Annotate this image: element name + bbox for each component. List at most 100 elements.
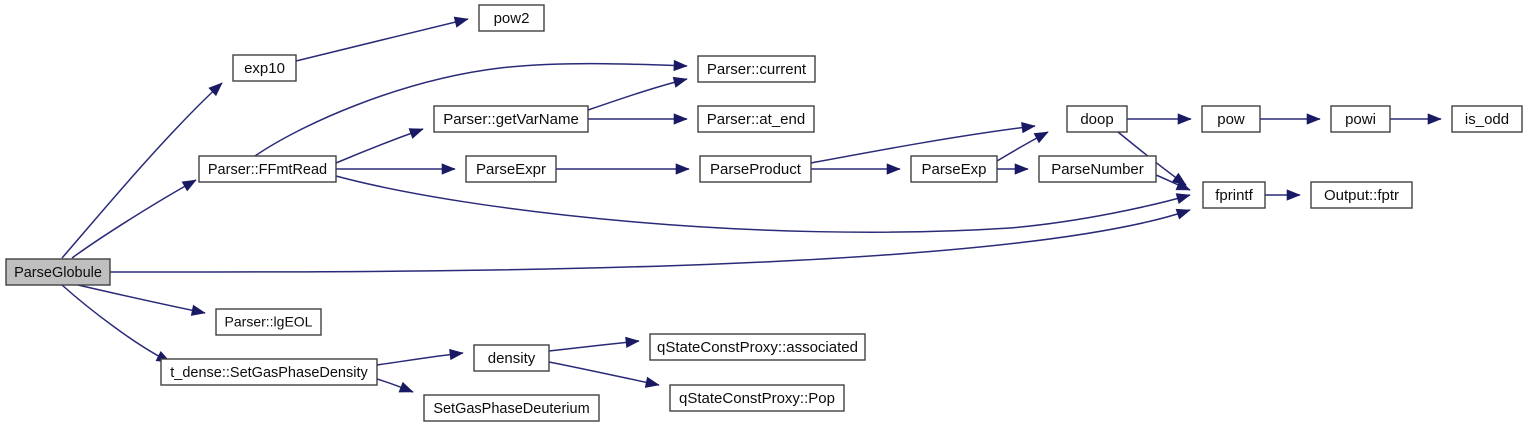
edge-line <box>254 62 688 157</box>
graph-node-pow[interactable]: pow <box>1201 105 1261 133</box>
node-box[interactable] <box>160 358 378 386</box>
graph-node-exp10[interactable]: exp10 <box>232 54 297 82</box>
graph-node-t_dense_SetGasPhaseDensity[interactable]: t_dense::SetGasPhaseDensity <box>160 358 378 386</box>
edge-Parser_getVarName-to-Parser_at_end <box>588 113 688 125</box>
node-box[interactable] <box>1038 155 1157 183</box>
graph-node-ParseExp[interactable]: ParseExp <box>910 155 998 183</box>
arrowhead-icon <box>1286 189 1301 201</box>
arrowhead-icon <box>1177 113 1192 125</box>
node-label: density <box>488 350 536 367</box>
node-box[interactable] <box>1451 105 1523 133</box>
arrowhead-icon <box>190 304 206 316</box>
graph-node-Parser_at_end[interactable]: Parser::at_end <box>697 105 815 133</box>
node-box[interactable] <box>478 4 545 32</box>
arrowhead-icon <box>625 336 640 348</box>
edge-line <box>335 128 424 164</box>
arrowhead-icon <box>672 76 688 88</box>
node-label: t_dense::SetGasPhaseDensity <box>170 365 368 381</box>
node-label: is_odd <box>1465 111 1509 128</box>
graph-node-Parser_current[interactable]: Parser::current <box>697 55 816 83</box>
edge-Parser_FFmtRead-to-Parser_getVarName <box>335 128 424 164</box>
graph-node-doop[interactable]: doop <box>1066 105 1128 133</box>
edge-ParseProduct-to-ParseExp <box>811 163 901 175</box>
node-label: fprintf <box>1215 187 1253 204</box>
edge-ParseGlobule-to-t_dense_SetGasPhaseDensity <box>61 284 171 363</box>
node-box[interactable] <box>465 155 557 183</box>
node-label: ParseExpr <box>476 161 546 178</box>
node-box[interactable] <box>1202 181 1266 209</box>
node-box[interactable] <box>5 258 111 286</box>
graph-node-fprintf[interactable]: fprintf <box>1202 181 1266 209</box>
arrowhead-icon <box>449 348 464 361</box>
node-box[interactable] <box>232 54 297 82</box>
edge-line <box>61 82 223 259</box>
graph-node-ParseProduct[interactable]: ParseProduct <box>699 155 812 183</box>
edge-ParseProduct-to-doop <box>810 122 1036 164</box>
node-box[interactable] <box>910 155 998 183</box>
arrowhead-icon <box>1021 122 1036 134</box>
arrowhead-icon <box>1033 131 1049 144</box>
graph-node-qStateConstProxy_Pop[interactable]: qStateConstProxy::Pop <box>669 384 845 412</box>
arrowhead-icon <box>886 163 901 175</box>
graph-node-density[interactable]: density <box>473 344 550 372</box>
edge-line <box>71 179 197 259</box>
node-label: ParseProduct <box>710 161 802 178</box>
node-label: Parser::current <box>707 61 807 78</box>
graph-node-Parser_lgEOL[interactable]: Parser::lgEOL <box>215 308 322 336</box>
node-box[interactable] <box>1330 105 1391 133</box>
edge-t_dense_SetGasPhaseDensity-to-density <box>376 348 464 366</box>
node-box[interactable] <box>198 155 337 183</box>
graph-node-Parser_getVarName[interactable]: Parser::getVarName <box>433 105 589 133</box>
graph-node-SetGasPhaseDeuterium[interactable]: SetGasPhaseDeuterium <box>423 394 600 422</box>
edge-fprintf-to-Output_fptr <box>1265 189 1301 201</box>
graph-node-Output_fptr[interactable]: Output::fptr <box>1310 181 1413 209</box>
arrowhead-icon <box>181 179 197 192</box>
edge-pow-to-powi <box>1260 113 1321 125</box>
node-box[interactable] <box>1066 105 1128 133</box>
edge-ParseExpr-to-ParseProduct <box>556 163 690 175</box>
node-box[interactable] <box>473 344 550 372</box>
node-box[interactable] <box>1310 181 1413 209</box>
edge-density-to-qStateConstProxy_Pop <box>548 361 660 388</box>
node-label: powi <box>1345 111 1376 128</box>
node-label: Parser::lgEOL <box>225 314 313 330</box>
arrowhead-icon <box>398 381 414 393</box>
node-label: pow2 <box>494 10 530 27</box>
edge-ParseGlobule-to-Parser_lgEOL <box>77 284 206 316</box>
graph-node-is_odd[interactable]: is_odd <box>1451 105 1523 133</box>
node-label: pow <box>1217 111 1245 128</box>
graph-node-ParseGlobule[interactable]: ParseGlobule <box>5 258 111 286</box>
node-label: qStateConstProxy::Pop <box>679 390 835 407</box>
edge-line <box>61 284 171 363</box>
edge-line <box>587 78 688 111</box>
graph-node-Parser_FFmtRead[interactable]: Parser::FFmtRead <box>198 155 337 183</box>
node-box[interactable] <box>423 394 600 422</box>
node-label: ParseExp <box>921 161 986 178</box>
edge-line <box>548 361 660 386</box>
graph-node-ParseExpr[interactable]: ParseExpr <box>465 155 557 183</box>
node-box[interactable] <box>649 333 866 361</box>
edge-line <box>295 18 469 62</box>
node-box[interactable] <box>669 384 845 412</box>
node-box[interactable] <box>697 55 816 83</box>
edge-ParseExp-to-doop <box>996 131 1049 162</box>
edge-doop-to-pow <box>1127 113 1192 125</box>
graph-node-qStateConstProxy_associated[interactable]: qStateConstProxy::associated <box>649 333 866 361</box>
graph-node-ParseNumber[interactable]: ParseNumber <box>1038 155 1157 183</box>
edge-ParseExp-to-ParseNumber <box>997 163 1029 175</box>
node-label: qStateConstProxy::associated <box>657 339 858 356</box>
graph-node-powi[interactable]: powi <box>1330 105 1391 133</box>
node-label: Parser::getVarName <box>443 111 579 128</box>
node-box[interactable] <box>433 105 589 133</box>
node-label: SetGasPhaseDeuterium <box>433 401 589 417</box>
node-box[interactable] <box>215 308 322 336</box>
node-label: doop <box>1080 111 1113 128</box>
graph-node-pow2[interactable]: pow2 <box>478 4 545 32</box>
node-label: Parser::FFmtRead <box>208 162 327 178</box>
edge-Parser_FFmtRead-to-fprintf <box>335 175 1191 233</box>
edge-Parser_FFmtRead-to-ParseExpr <box>336 163 456 175</box>
arrowhead-icon <box>1175 193 1191 205</box>
node-box[interactable] <box>697 105 815 133</box>
node-box[interactable] <box>1201 105 1261 133</box>
node-box[interactable] <box>699 155 812 183</box>
